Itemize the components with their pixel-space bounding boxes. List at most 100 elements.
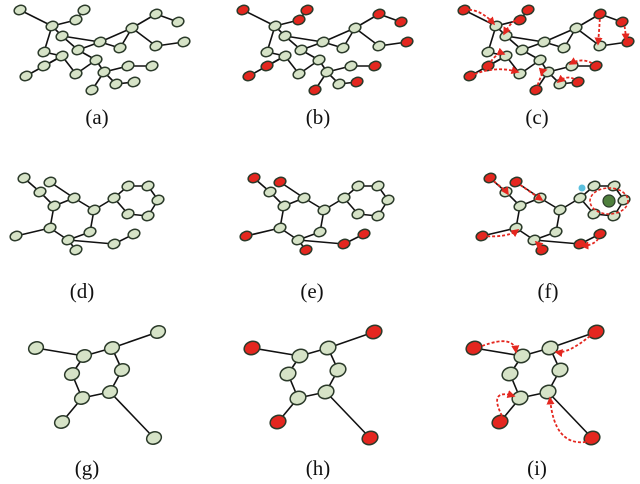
atom-a-19: [69, 68, 83, 80]
highlighted-atom-e-14: [273, 176, 287, 188]
atom-e-13: [351, 208, 365, 220]
atom-a-3: [93, 36, 107, 48]
atom-b-20: [332, 78, 346, 90]
atom-a-21: [127, 76, 141, 88]
panel-f-label: (f): [538, 279, 559, 303]
atom-d-18: [127, 228, 141, 240]
atom-f-8: [573, 192, 587, 204]
panel-d: (d): [9, 172, 165, 303]
atom-h-5: [289, 390, 307, 406]
atom-d-14: [43, 176, 57, 188]
highlighted-atom-e-15: [239, 230, 253, 242]
move-arrow-f-2: [481, 229, 520, 238]
highlighted-atom-b-15: [368, 60, 382, 72]
highlighted-atom-h-7: [365, 324, 383, 340]
panel-d-label: (d): [70, 279, 95, 303]
atom-a-1: [45, 20, 59, 32]
atom-b-24: [260, 46, 274, 58]
atom-e-10: [371, 180, 385, 192]
atom-a-22: [85, 84, 99, 96]
atom-d-3: [67, 192, 81, 204]
bond-a-3: [61, 35, 101, 43]
atom-h-6: [279, 366, 297, 382]
atom-d-7: [43, 222, 57, 234]
atom-d-11: [151, 194, 165, 206]
atom-e-5: [313, 226, 327, 238]
atom-d-13: [121, 208, 135, 220]
move-arrow-c-0: [463, 8, 496, 26]
atom-c-3: [537, 36, 551, 48]
panel-a: (a): [13, 4, 191, 129]
atom-a-2: [69, 14, 83, 26]
bond-g-9: [109, 391, 155, 439]
move-arrow-f-4: [580, 233, 601, 250]
atom-d-16: [69, 244, 83, 256]
move-arrow-f-1: [515, 181, 544, 201]
move-arrow-i-1: [554, 335, 591, 358]
atom-f-9: [587, 180, 601, 192]
panel-i-nodes: [465, 324, 605, 446]
atom-e-12: [371, 210, 385, 222]
panel-g-label: (g): [75, 456, 100, 480]
atom-d-15: [9, 230, 23, 242]
atom-a-7: [149, 8, 163, 20]
move-arrow-c-1: [503, 18, 521, 36]
atom-d-10: [141, 180, 155, 192]
panel-c: (c): [457, 4, 635, 129]
atom-b-11: [336, 42, 350, 54]
highlighted-atom-c-23: [521, 4, 535, 16]
bond-b-0: [242, 9, 276, 27]
atom-a-6: [125, 22, 139, 34]
move-arrow-c-5: [469, 66, 520, 77]
atom-c-4: [515, 44, 529, 56]
move-arrow-f-0: [489, 177, 509, 196]
atom-f-11: [617, 194, 631, 206]
atom-a-9: [149, 40, 163, 52]
panel-e-nodes: [239, 172, 395, 256]
atom-f-12: [607, 210, 621, 222]
bond-g-0: [35, 347, 85, 357]
panel-e-label: (e): [300, 279, 323, 303]
atom-e-7: [273, 222, 287, 234]
highlighted-atom-e-18: [357, 228, 371, 240]
panel-b-label: (b): [306, 105, 331, 129]
atom-b-16: [278, 50, 292, 62]
atom-c-11: [557, 42, 571, 54]
atom-i-1: [513, 348, 531, 364]
atom-d-12: [141, 210, 155, 222]
atom-a-23: [77, 4, 91, 16]
bond-i-9: [547, 391, 593, 439]
atom-g-7: [149, 325, 167, 339]
bond-d-18: [67, 239, 115, 245]
atom-e-3: [297, 192, 311, 204]
highlighted-atom-h-9: [361, 430, 379, 446]
atom-b-19: [292, 68, 306, 80]
panel-e: (e): [239, 172, 395, 303]
panel-i: (i): [465, 324, 605, 480]
atom-d-8: [107, 192, 121, 204]
panel-i-label: (i): [527, 456, 547, 480]
atom-a-4: [71, 44, 85, 56]
atom-a-15: [145, 60, 159, 72]
move-arrow-i-3: [546, 396, 587, 444]
atom-b-14: [344, 60, 358, 72]
move-arrow-c-7: [556, 74, 579, 84]
atom-f-4: [553, 204, 567, 216]
atom-i-6: [501, 366, 519, 382]
panel-a-label: (a): [85, 105, 108, 129]
atom-g-1: [75, 349, 93, 363]
atom-d-0: [17, 172, 31, 184]
highlighted-atom-i-9: [583, 430, 601, 446]
atom-h-3: [329, 362, 347, 378]
panel-b: (b): [236, 4, 414, 129]
atom-c-16: [499, 50, 513, 62]
atom-h-1: [291, 348, 309, 364]
move-arrow-i-0: [481, 340, 520, 354]
panel-h-nodes: [243, 324, 383, 446]
atom-f-3: [533, 192, 547, 204]
move-arrow-c-8: [535, 67, 548, 91]
move-arrow-c-4: [487, 47, 506, 67]
atom-g-9: [145, 431, 163, 445]
atom-i-3: [551, 362, 569, 378]
